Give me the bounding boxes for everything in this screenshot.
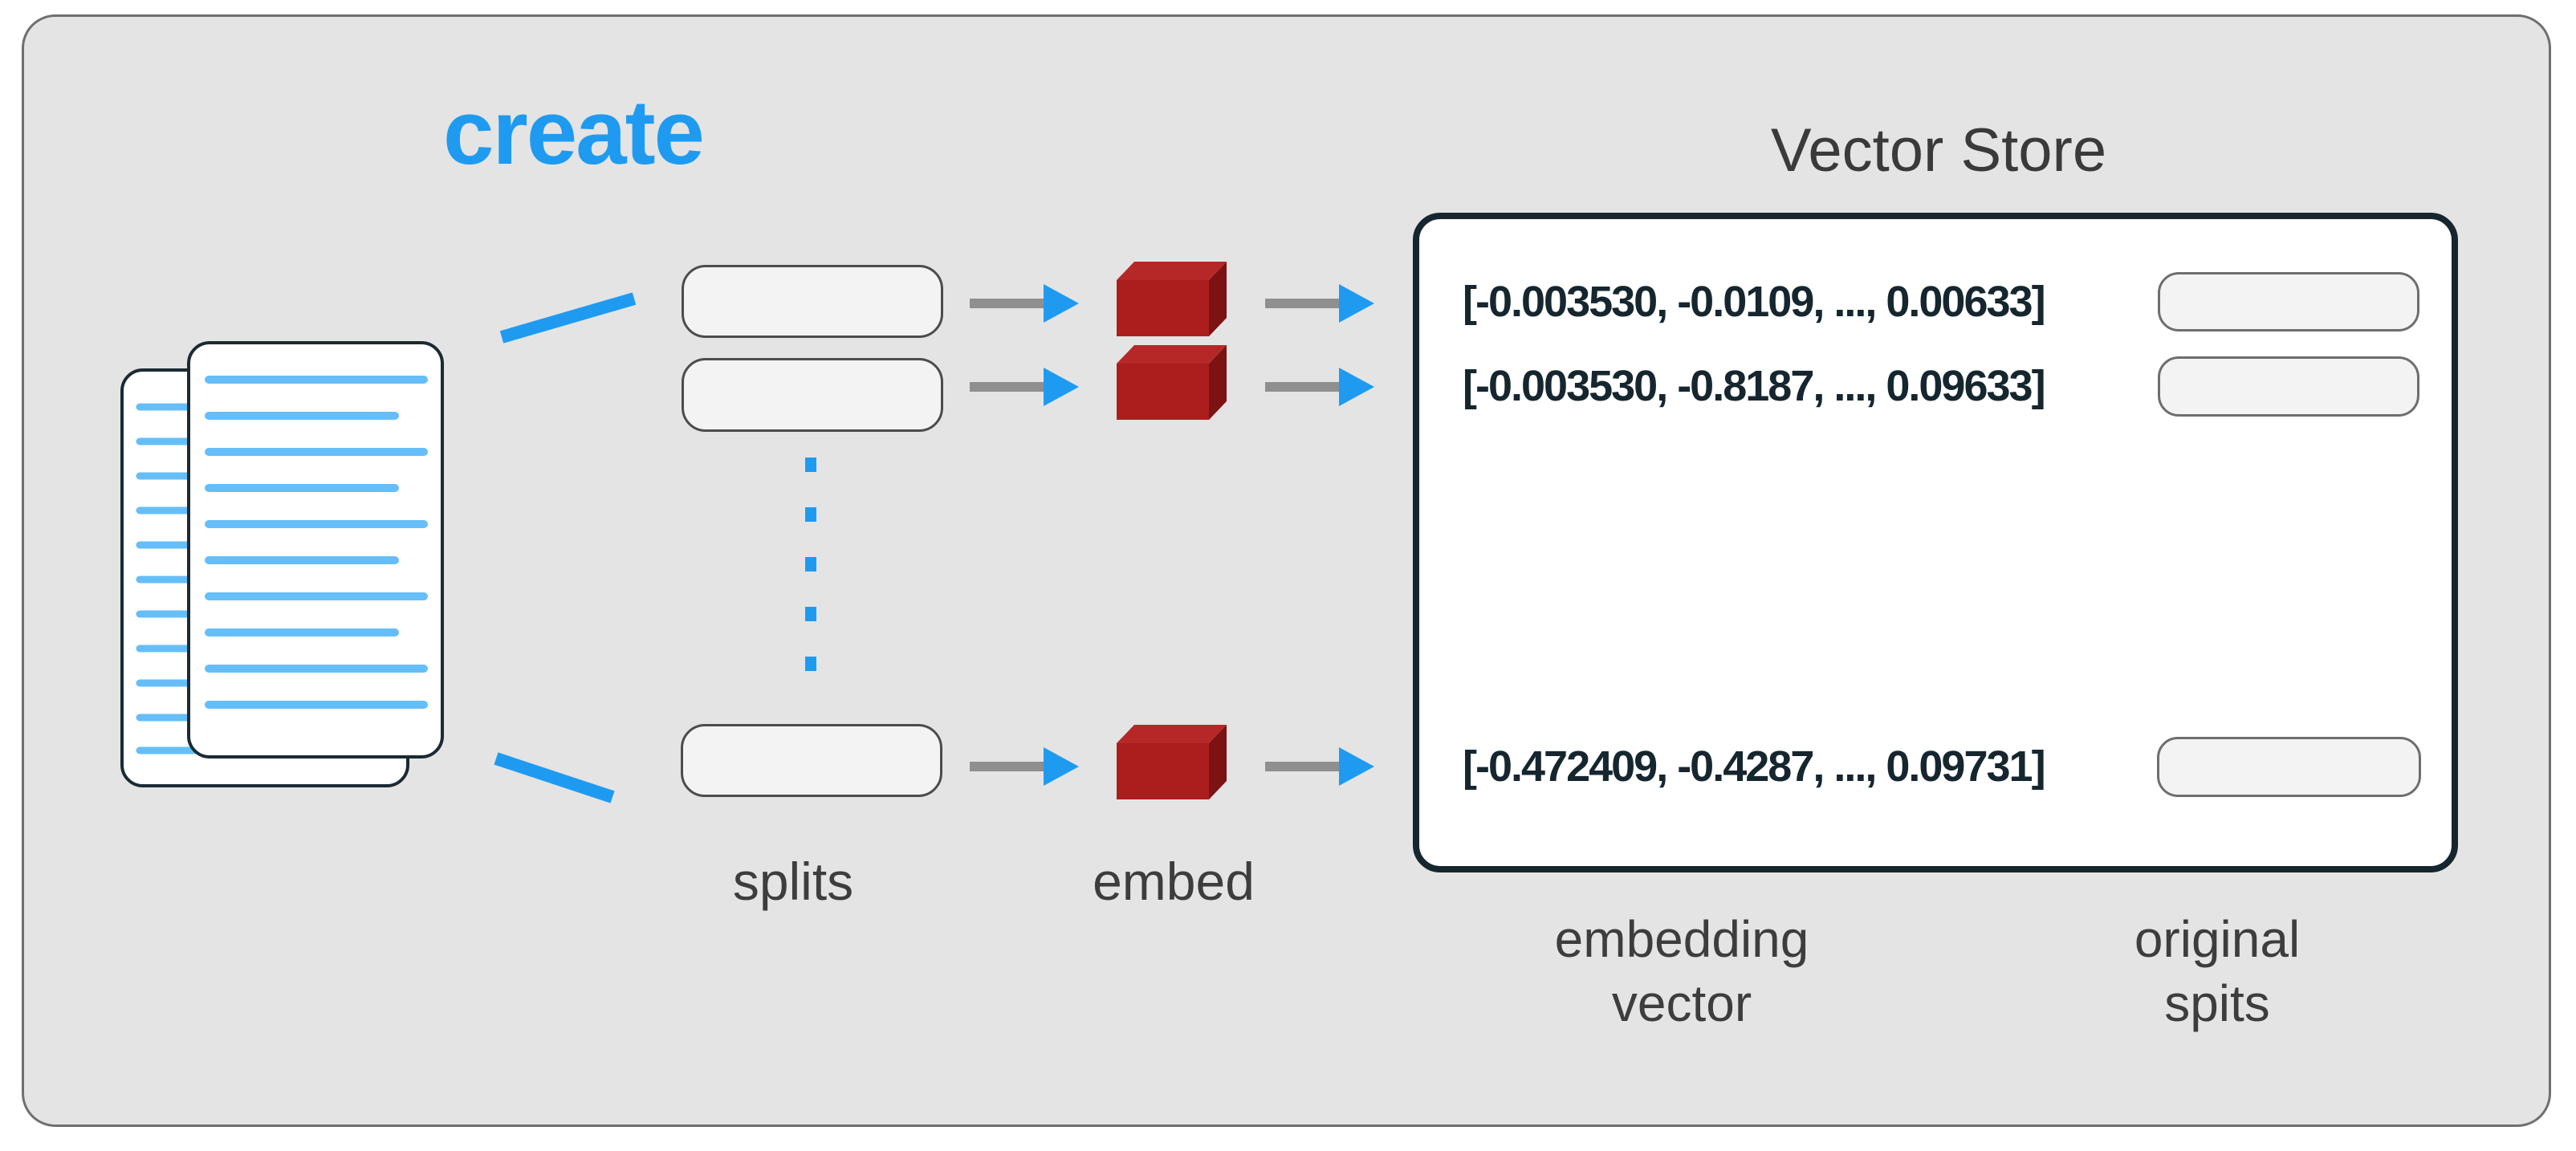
embedding-vector-value: [-0.003530, -0.0109, ..., 0.00633]: [1463, 278, 2046, 326]
arrow-right-icon: [970, 368, 1079, 406]
embedding-vector-value: [-0.472409, -0.4287, ..., 0.09731]: [1463, 742, 2046, 791]
embedding-vector-value: [-0.003530, -0.8187, ..., 0.09633]: [1463, 362, 2046, 410]
embedding-vector-caption-line2: vector: [1611, 974, 1752, 1032]
arrow-shaft: [970, 299, 1045, 308]
original-splits-caption-line1: original: [2134, 910, 2301, 968]
arrow-head: [1339, 368, 1374, 406]
arrow-right-icon: [1265, 368, 1374, 406]
vector-store-title: Vector Store: [1770, 116, 2107, 185]
splits-caption: splits: [732, 852, 854, 911]
arrow-right-icon: [1265, 747, 1374, 786]
arrow-right-icon: [970, 747, 1079, 786]
embedding-cube-icon: [1117, 345, 1227, 420]
arrow-shaft: [1265, 382, 1341, 392]
split-box-2: [682, 358, 943, 432]
split-box-1: [682, 265, 943, 338]
arrow-head: [1044, 284, 1079, 323]
arrow-shaft: [970, 382, 1045, 392]
create-heading: create: [443, 82, 705, 184]
embed-caption: embed: [1093, 852, 1255, 911]
embedding-vector-caption: embedding vector: [1481, 907, 1882, 1035]
arrow-head: [1339, 284, 1374, 323]
arrow-shaft: [1265, 762, 1341, 771]
documents-icon: [120, 341, 444, 787]
arrow-shaft: [970, 762, 1045, 771]
arrow-head: [1044, 747, 1079, 786]
embedding-cube-icon: [1117, 725, 1227, 799]
arrow-head: [1339, 747, 1374, 786]
original-splits-caption: original spits: [2016, 907, 2418, 1035]
split-box-3: [681, 724, 942, 797]
front-document-text-lines: [205, 376, 428, 709]
arrow-head: [1044, 368, 1079, 406]
original-splits-caption-line2: spits: [2164, 974, 2270, 1032]
original-split-chip-2: [2158, 356, 2419, 417]
original-split-chip-1: [2158, 272, 2419, 331]
embedding-vector-caption-line1: embedding: [1554, 910, 1809, 968]
arrow-shaft: [1265, 299, 1341, 308]
embedding-cube-icon: [1117, 262, 1227, 336]
front-document-page: [187, 341, 444, 759]
original-split-chip-3: [2157, 737, 2421, 797]
arrow-right-icon: [970, 284, 1079, 323]
arrow-right-icon: [1265, 284, 1374, 323]
